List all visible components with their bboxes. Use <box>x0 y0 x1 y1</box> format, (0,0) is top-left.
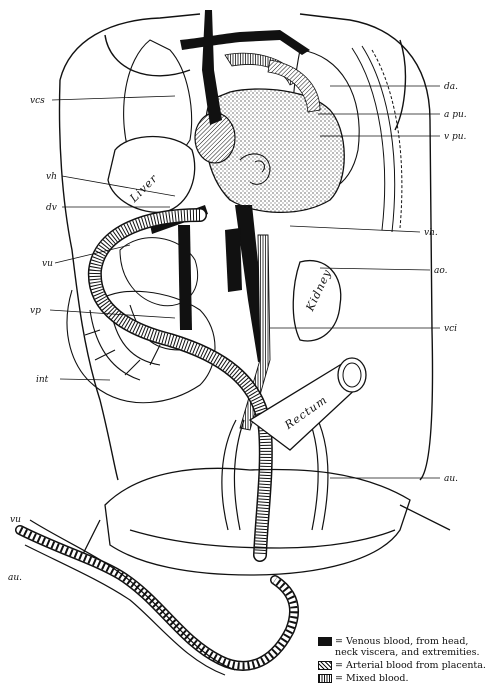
legend-mixed-text: = Mixed blood. <box>335 673 409 684</box>
label-vh-right: vh. <box>424 228 438 238</box>
label-vpu: v pu. <box>444 132 467 142</box>
great-vessels <box>180 10 321 125</box>
stomach <box>119 237 199 307</box>
label-vu-upper: vu <box>42 259 53 269</box>
legend-venous-text: = Venous blood, from head, neck viscera,… <box>335 636 480 658</box>
mixed-swatch-icon <box>318 674 332 683</box>
label-int: int <box>36 375 49 385</box>
label-au-cord: au. <box>8 573 22 583</box>
label-vcs: vcs <box>30 96 45 106</box>
label-da: da. <box>444 82 458 92</box>
label-vu-cord: vu <box>10 515 21 525</box>
legend-arterial: = Arterial blood from placenta. <box>318 660 490 671</box>
legend: = Venous blood, from head, neck viscera,… <box>318 636 490 686</box>
aorta <box>239 234 271 431</box>
legend-arterial-text: = Arterial blood from placenta. <box>335 660 486 671</box>
labels: vcs da. a pu. v pu. vh dv vh. vu ao. vp … <box>8 82 467 583</box>
legend-venous: = Venous blood, from head, neck viscera,… <box>318 636 490 658</box>
label-ao: ao. <box>434 266 448 276</box>
label-vp: vp <box>30 306 41 316</box>
liver: Liver <box>107 135 196 214</box>
legend-mixed: = Mixed blood. <box>318 673 490 684</box>
arterial-swatch-icon <box>318 661 332 670</box>
label-dv: dv <box>46 203 57 213</box>
heart <box>194 88 345 214</box>
kidney: Kidney <box>292 260 342 342</box>
umbilical-cord <box>15 519 299 676</box>
leader-lines <box>49 85 440 479</box>
label-vci: vci <box>444 324 457 334</box>
rib-cage <box>351 45 403 233</box>
venous-swatch-icon <box>318 637 332 646</box>
umbilical-vein <box>87 208 273 562</box>
torso-outline <box>58 13 434 481</box>
label-vh-left: vh <box>46 172 57 182</box>
label-apu: a pu. <box>444 110 467 120</box>
label-au-right: au. <box>444 474 458 484</box>
